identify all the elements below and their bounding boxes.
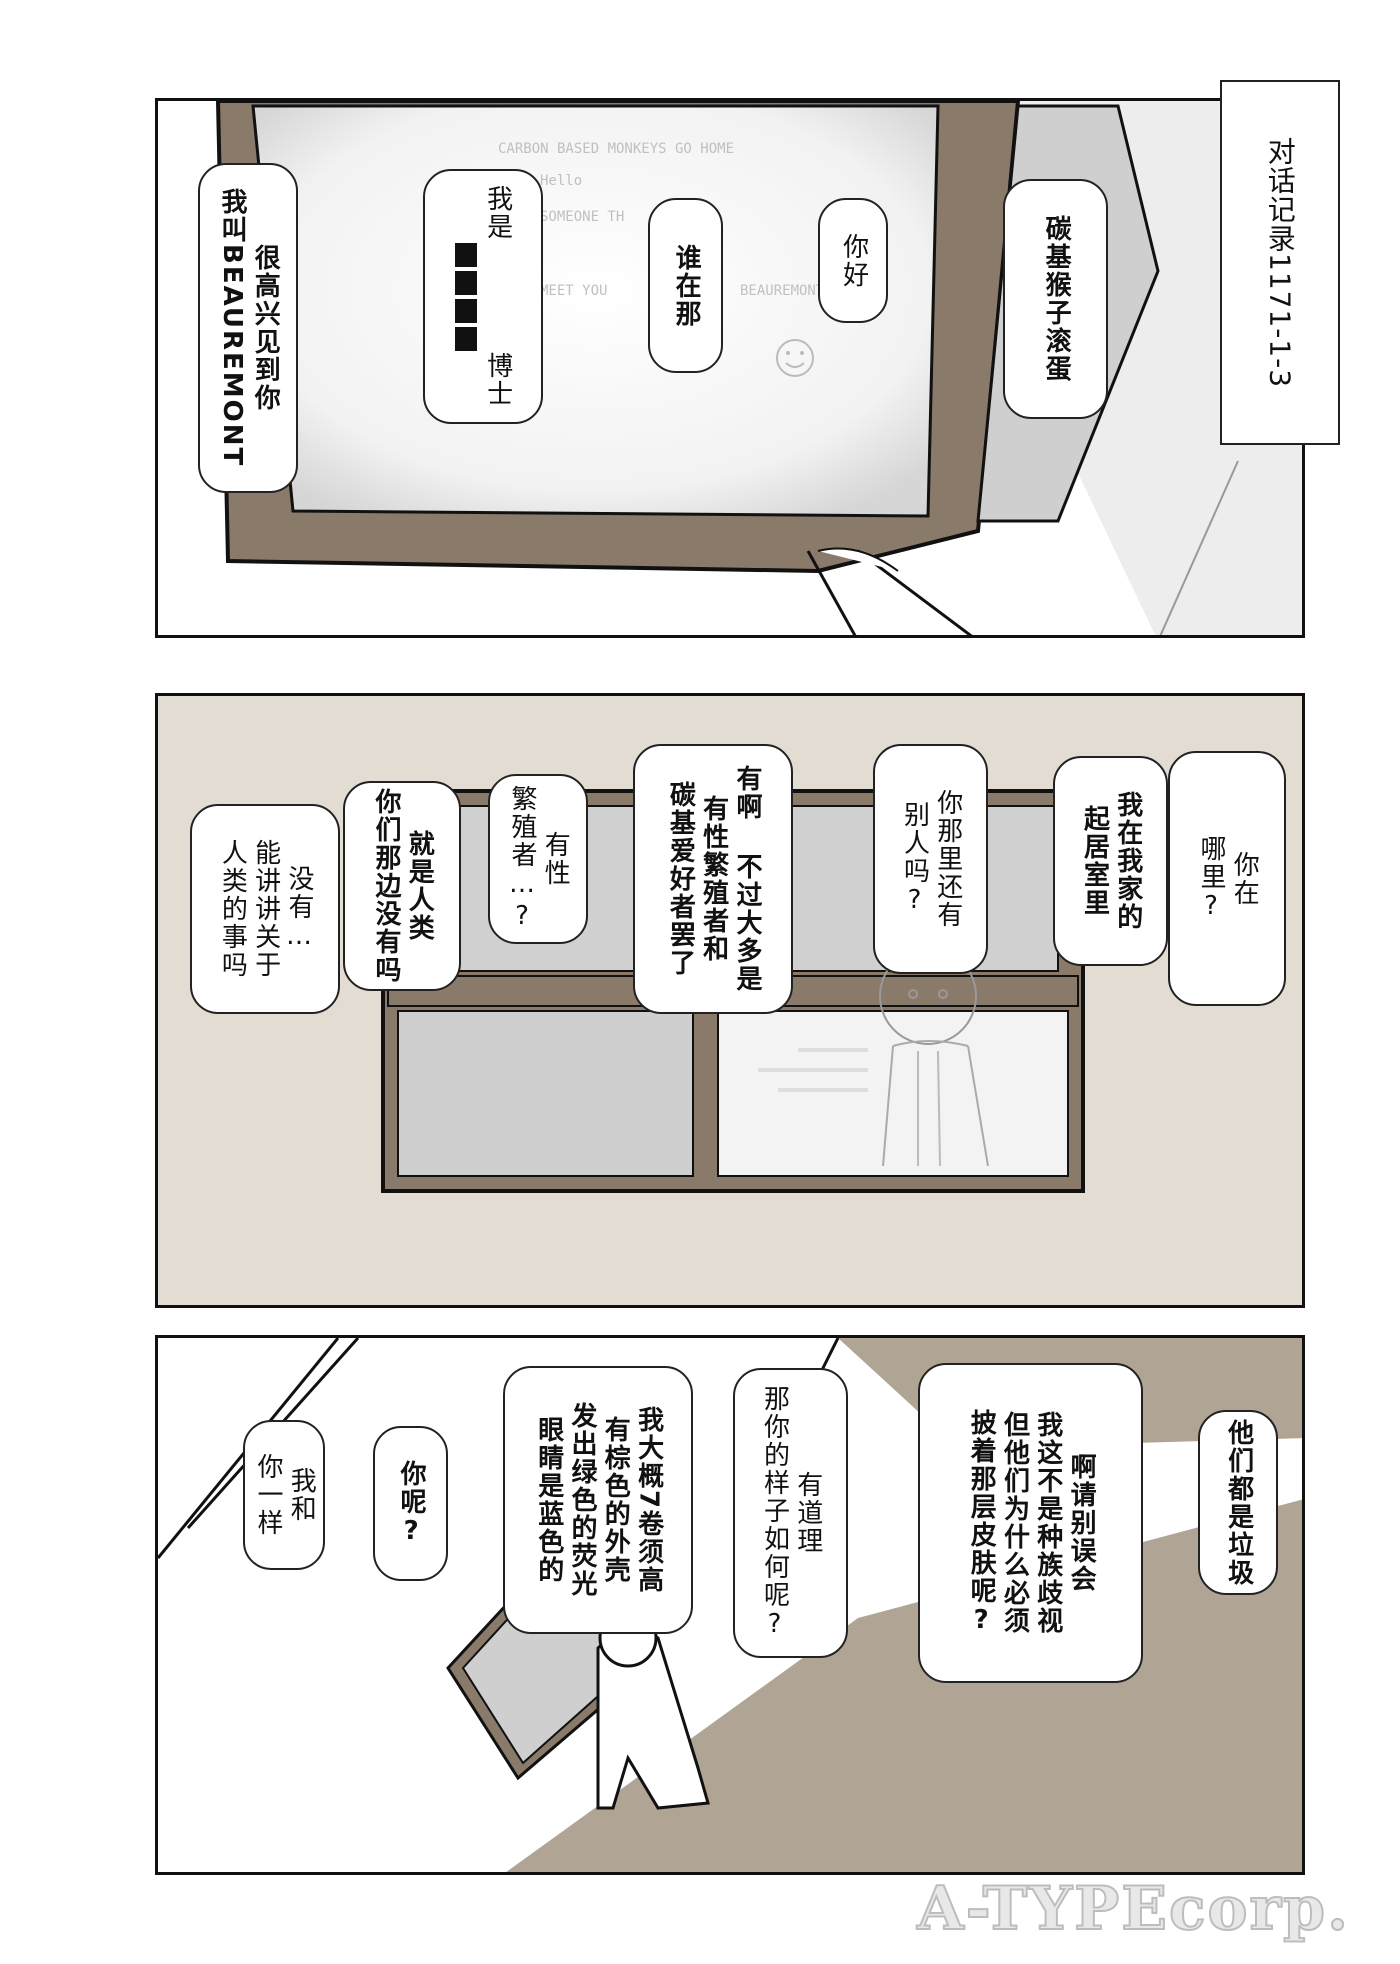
- bubble-line: 有啊 不过大多是: [731, 765, 762, 993]
- panel-1-background-art: [215, 101, 1302, 635]
- speech-bubble-same-as-you: 我和 你一样: [243, 1420, 325, 1570]
- speech-bubble-nice-to-meet: 很高兴见到你 我叫BEAUREMONT: [198, 163, 298, 493]
- redaction-block: [455, 270, 478, 295]
- screen-text-line-5: BEAUREMONT: [740, 283, 825, 299]
- speech-bubble-i-am-doctor: 我是 博士: [423, 169, 543, 424]
- bubble-line: 披着那层皮肤呢?: [966, 1409, 997, 1637]
- bubble-line: 有性: [540, 831, 571, 887]
- publisher-watermark: A-TYPEcorp.: [916, 1873, 1350, 1945]
- bubble-line: 我在我家的: [1112, 791, 1143, 931]
- bubble-line: 你一样: [253, 1453, 283, 1537]
- redaction-block: [455, 242, 478, 267]
- bubble-line: 博士: [482, 352, 513, 408]
- speech-bubble-carbon-monkeys: 碳基猴子滚蛋: [1003, 179, 1108, 419]
- speech-bubble-not-racist: 啊请别误会 我这不是种族歧视 但他们为什么必须 披着那层皮肤呢?: [918, 1363, 1143, 1683]
- bubble-line: 谁在那: [671, 243, 702, 328]
- bubble-line: 有道理: [792, 1471, 823, 1555]
- bubble-line: 我是: [482, 185, 513, 241]
- bubble-line: 你在: [1229, 850, 1260, 907]
- bubble-line: 很高兴见到你: [250, 244, 281, 412]
- comic-panel-2: 没有… 能讲讲关于 人类的事吗 就是人类 你们那边没有吗 有性 繁殖者…? 有啊…: [155, 693, 1305, 1308]
- redaction-block: [455, 326, 478, 351]
- redaction-block: [455, 298, 478, 323]
- bubble-line: 能讲讲关于: [250, 839, 281, 979]
- bubble-line: 你那里还有: [932, 789, 963, 929]
- speech-bubble-anyone-else: 你那里还有 别人吗?: [873, 744, 988, 974]
- speech-bubble-who-is-there: 谁在那: [648, 198, 723, 373]
- bubble-line: 别人吗?: [899, 801, 930, 917]
- bubble-line: 就是人类: [404, 830, 435, 942]
- screen-text-line-2: Hello: [540, 173, 583, 189]
- speech-bubble-just-humans: 就是人类 你们那边没有吗: [343, 781, 461, 991]
- bubble-line: 发出绿色的荧光: [567, 1402, 597, 1598]
- screen-text-line-4: MEET YOU: [540, 283, 608, 299]
- bubble-line: 有性繁殖者和: [698, 795, 729, 963]
- speech-bubble-mostly-reproducers: 有啊 不过大多是 有性繁殖者和 碳基爱好者罢了: [633, 744, 793, 1014]
- speech-bubble-hello: 你好: [818, 198, 888, 323]
- bubble-line: 哪里?: [1196, 834, 1226, 923]
- screen-text-line-3: SOMEONE TH: [540, 209, 625, 225]
- redacted-name: [455, 241, 478, 353]
- bubble-line: 人类的事吗: [217, 839, 248, 979]
- bubble-line: 我叫BEAUREMONT: [217, 188, 247, 468]
- comic-panel-1: CARBON BASED MONKEYS GO HOME Hello SOMEO…: [155, 98, 1305, 638]
- bubble-line: 没有…: [283, 865, 314, 953]
- dialogue-record-caption: 对话记录1171-1-3: [1220, 80, 1340, 445]
- bubble-line: 碳基猴子滚蛋: [1041, 215, 1072, 383]
- bubble-line: 但他们为什么必须: [999, 1411, 1030, 1635]
- screen-text-line-1: CARBON BASED MONKEYS GO HOME: [498, 141, 735, 157]
- comic-panel-3: 我和 你一样 你呢? 我大概7卷须高 有棕色的外壳 发出绿色的荧光 眼睛是蓝色的…: [155, 1335, 1305, 1875]
- bubble-line: 那你的样子如何呢?: [759, 1385, 790, 1641]
- bubble-line: 起居室里: [1079, 805, 1110, 917]
- bubble-line: 他们都是垃圾: [1223, 1418, 1254, 1587]
- bubble-line: 我这不是种族歧视: [1032, 1411, 1063, 1635]
- speech-bubble-where-are-you: 你在 哪里?: [1168, 751, 1286, 1006]
- speech-bubble-tell-about-humans: 没有… 能讲讲关于 人类的事吗: [190, 804, 340, 1014]
- caption-text: 对话记录1171-1-3: [1263, 136, 1297, 389]
- speech-bubble-they-are-trash: 他们都是垃圾: [1198, 1410, 1278, 1595]
- bubble-line: 有棕色的外壳: [600, 1416, 631, 1584]
- bubble-line: 你好: [838, 232, 869, 289]
- bubble-line: 繁殖者…?: [507, 785, 537, 933]
- speech-bubble-self-description: 我大概7卷须高 有棕色的外壳 发出绿色的荧光 眼睛是蓝色的: [503, 1366, 693, 1634]
- bubble-line: 啊请别误会: [1066, 1453, 1097, 1593]
- speech-bubble-and-you: 你呢?: [373, 1426, 448, 1581]
- bubble-line: 你们那边没有吗: [371, 788, 401, 984]
- speech-bubble-living-room: 我在我家的 起居室里: [1053, 756, 1168, 966]
- bubble-line: 眼睛是蓝色的: [533, 1416, 564, 1584]
- bubble-line: 我大概7卷须高: [633, 1405, 664, 1595]
- bubble-line: 你呢?: [396, 1459, 427, 1548]
- bubble-line: 碳基爱好者罢了: [665, 781, 696, 977]
- speech-bubble-what-do-you-look-like: 有道理 那你的样子如何呢?: [733, 1368, 848, 1658]
- bubble-line: 我和: [286, 1467, 317, 1523]
- speech-bubble-sexual-reproducers-question: 有性 繁殖者…?: [488, 774, 588, 944]
